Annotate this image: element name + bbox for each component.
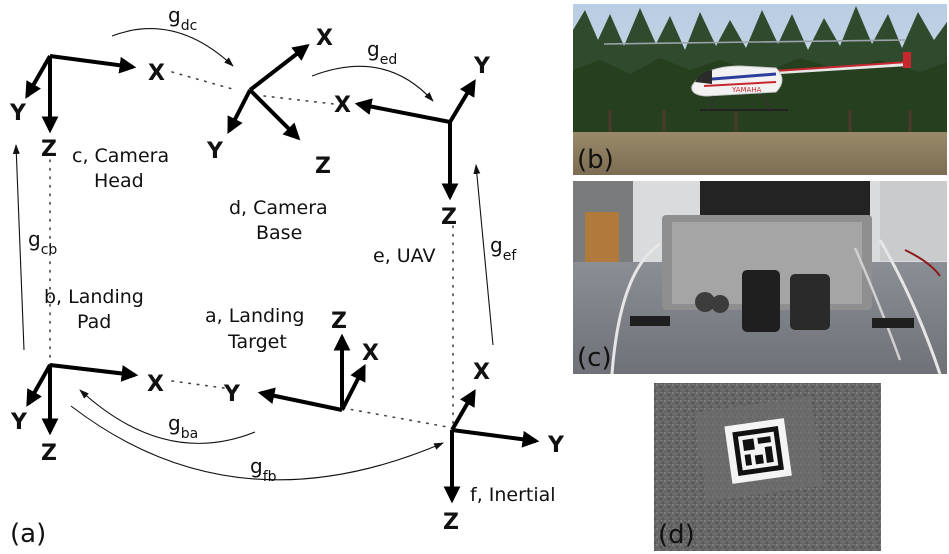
frame-f-inertial: X Y Z f, Inertial — [443, 360, 565, 535]
panel-label-a: (a) — [10, 519, 46, 549]
transform-arrows — [12, 28, 494, 481]
label-gfb: gfb — [250, 454, 277, 485]
transform-labels: gdc ged gcb gef gba gfb — [28, 3, 517, 485]
axis-y-label: Y — [473, 54, 491, 79]
panel-label-d: (d) — [658, 520, 695, 550]
dotted-connectors — [49, 71, 454, 429]
photo-b-helicopter: YAMAHA (b) — [573, 4, 947, 175]
frame-c-label-line1: c, Camera — [72, 145, 169, 167]
axis-x-label: X — [362, 341, 379, 366]
frame-e-label: e, UAV — [373, 245, 435, 267]
axis-y-label: Y — [223, 382, 241, 407]
axis-x-label: X — [316, 26, 333, 51]
arrow-gdc — [111, 28, 234, 67]
helicopter-icon: YAMAHA — [603, 39, 911, 111]
axis-z-label: Z — [41, 137, 57, 162]
frame-d-label-line1: d, Camera — [229, 197, 328, 219]
frame-b-landing-pad: X Y Z b, Landing Pad — [10, 286, 164, 466]
frame-f-label: f, Inertial — [470, 484, 556, 506]
frame-c-label-line2: Head — [94, 170, 144, 192]
photo-c-uav-underside: (c) — [573, 181, 947, 375]
axis-x-label: X — [147, 372, 164, 397]
frame-c-camera-head: X Y Z c, Camera Head — [9, 54, 169, 192]
label-ged: ged — [367, 37, 397, 68]
axis-z-label: Z — [41, 441, 57, 466]
frame-b-label-line2: Pad — [77, 311, 111, 333]
arrow-gba — [79, 389, 256, 444]
axis-y-label: Y — [9, 101, 27, 126]
frame-b-label-line1: b, Landing — [44, 286, 144, 308]
helicopter-text: YAMAHA — [731, 86, 762, 94]
label-gef: gef — [490, 233, 517, 264]
axis-z-label: Z — [441, 205, 457, 230]
panel-label-c: (c) — [577, 343, 612, 373]
frame-a-landing-target: Z Y X a, Landing Target — [205, 305, 379, 412]
axis-z-label: Z — [315, 154, 331, 179]
frame-d-camera-base: X Y Z d, Camera Base — [206, 26, 333, 244]
frame-e-uav: X Y Z e, UAV — [334, 54, 491, 267]
frame-a-label-line2: Target — [227, 331, 287, 353]
axis-z-label: Z — [443, 510, 459, 535]
axis-x-label: X — [148, 61, 165, 86]
axis-y-label: Y — [206, 139, 224, 164]
axis-x-label: X — [473, 360, 490, 385]
panel-label-b: (b) — [577, 145, 614, 175]
axis-x-label: X — [334, 93, 351, 118]
axis-y-label: Y — [547, 433, 565, 458]
axis-y-label: Y — [10, 410, 28, 435]
label-gcb: gcb — [28, 227, 57, 258]
arrow-ged — [311, 65, 434, 102]
arrow-gfb — [70, 405, 444, 481]
frame-a-label-line1: a, Landing — [205, 305, 304, 327]
label-gdc: gdc — [168, 3, 197, 34]
photo-d-landing-target: (d) — [654, 383, 881, 551]
frame-d-label-line2: Base — [256, 222, 302, 244]
arrow-gef — [473, 164, 494, 346]
label-gba: gba — [168, 411, 198, 442]
arrow-gcb — [12, 144, 25, 351]
axis-z-label: Z — [331, 309, 347, 334]
